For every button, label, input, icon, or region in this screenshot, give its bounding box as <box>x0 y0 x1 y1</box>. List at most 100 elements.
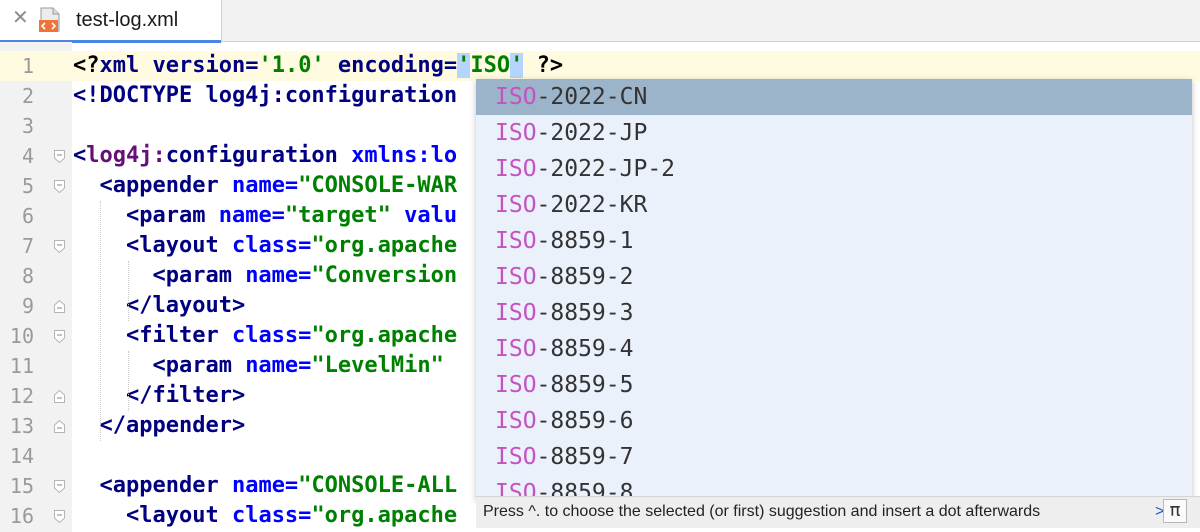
code-text: <appender name="CONSOLE-WAR <box>73 171 457 201</box>
fold-end-icon[interactable] <box>54 420 65 433</box>
completion-item[interactable]: ISO-8859-4 <box>476 331 1192 367</box>
fold-end-icon[interactable] <box>54 300 65 313</box>
code-editor[interactable]: 1<?xml version='1.0' encoding='ISO' ?>2<… <box>0 42 1200 532</box>
code-line[interactable]: 5 <appender name="CONSOLE-WAR <box>0 171 1200 201</box>
indent-guide <box>128 351 129 411</box>
line-number-gutter <box>0 42 72 532</box>
code-token: ' <box>457 53 471 78</box>
code-text: <appender name="CONSOLE-ALL <box>73 471 457 501</box>
code-line[interactable]: 6 <param name="target" valu <box>0 201 1200 231</box>
code-text: <layout class="org.apache <box>73 501 457 531</box>
completion-match-prefix: ISO <box>495 156 537 182</box>
code-line[interactable]: 10 <filter class="org.apache <box>0 321 1200 351</box>
code-token: <? <box>73 53 100 78</box>
completion-item[interactable]: ISO-8859-8 <box>476 475 1192 499</box>
line-number: 7 <box>21 234 34 258</box>
code-token: </appender> <box>73 413 246 438</box>
code-line[interactable]: 8 <param name="Conversion <box>0 261 1200 291</box>
fold-collapse-icon[interactable] <box>54 150 65 163</box>
code-line[interactable]: 12 </filter> <box>0 381 1200 411</box>
line-number: 8 <box>21 264 34 288</box>
line-number: 15 <box>9 474 34 498</box>
line-number: 3 <box>21 114 34 138</box>
code-line[interactable]: 4 <log4j:configuration xmlns:lo <box>0 141 1200 171</box>
completion-item-label: -2022-JP <box>536 120 648 146</box>
completion-hint-text: Press ^. to choose the selected (or firs… <box>483 503 1041 520</box>
completion-item[interactable]: ISO-8859-6 <box>476 403 1192 439</box>
line-number: 1 <box>21 54 34 78</box>
code-line[interactable]: 1<?xml version='1.0' encoding='ISO' ?> <box>0 51 1200 81</box>
code-line[interactable]: 2 <!DOCTYPE log4j:configuration <box>0 81 1200 111</box>
code-token: class= <box>231 233 312 258</box>
completion-options-pi-button[interactable]: π <box>1163 499 1187 523</box>
fold-collapse-icon[interactable] <box>54 480 65 493</box>
editor-tab-test-log[interactable]: ✕ test-log.xml <box>0 0 222 43</box>
code-token: "org.apache <box>311 233 458 258</box>
code-text: </appender> <box>73 411 245 441</box>
code-token: </layout> <box>73 293 246 318</box>
code-token: ?> <box>523 53 564 78</box>
line-number: 4 <box>21 144 34 168</box>
line-number: 11 <box>9 354 34 378</box>
code-token: <param <box>73 203 219 228</box>
line-number: 16 <box>9 504 34 528</box>
indent-guide <box>128 261 129 321</box>
code-token: < <box>73 143 87 168</box>
code-line[interactable]: 9 </layout> <box>0 291 1200 321</box>
completion-item[interactable]: ISO-8859-7 <box>476 439 1192 475</box>
code-token: xmlns:lo <box>351 143 458 168</box>
completion-item[interactable]: ISO-8859-2 <box>476 259 1192 295</box>
code-token: <layout <box>73 233 232 258</box>
completion-match-prefix: ISO <box>495 336 537 362</box>
code-token: xml version= <box>99 53 259 78</box>
completion-item[interactable]: ISO-8859-3 <box>476 295 1192 331</box>
completion-item[interactable]: ISO-8859-5 <box>476 367 1192 403</box>
completion-match-prefix: ISO <box>495 480 537 499</box>
code-token: log4j: <box>86 143 166 168</box>
code-text: </filter> <box>73 381 245 411</box>
fold-end-icon[interactable] <box>54 390 65 403</box>
completion-item-label: -8859-7 <box>536 444 634 470</box>
fold-collapse-icon[interactable] <box>54 330 65 343</box>
completion-item[interactable]: ISO-2022-CN <box>476 79 1192 115</box>
completion-item-label: -8859-1 <box>536 228 634 254</box>
code-line[interactable]: 16 <layout class="org.apache <box>0 501 1200 531</box>
completion-match-prefix: ISO <box>495 372 537 398</box>
completion-item-label: -8859-5 <box>536 372 634 398</box>
code-token: ISO <box>470 53 511 78</box>
close-tab-icon[interactable]: ✕ <box>12 5 29 29</box>
line-number: 10 <box>9 324 34 348</box>
completion-item[interactable]: ISO-8859-1 <box>476 223 1192 259</box>
code-line[interactable]: 11 <param name="LevelMin" <box>0 351 1200 381</box>
line-number: 2 <box>21 84 34 108</box>
code-text: <log4j:configuration xmlns:lo <box>73 141 457 171</box>
completion-item-label: -2022-KR <box>536 192 648 218</box>
completion-item-label: -2022-JP-2 <box>536 156 676 182</box>
fold-collapse-icon[interactable] <box>54 510 65 523</box>
completion-item-label: -2022-CN <box>536 84 648 110</box>
completion-item[interactable]: ISO-2022-JP <box>476 115 1192 151</box>
code-token: name= <box>231 473 299 498</box>
line-number: 6 <box>21 204 34 228</box>
code-token: ' <box>510 53 524 78</box>
code-line[interactable]: 15 <appender name="CONSOLE-ALL <box>0 471 1200 501</box>
completion-item[interactable]: ISO-2022-KR <box>476 187 1192 223</box>
fold-collapse-icon[interactable] <box>54 240 65 253</box>
code-token: configuration <box>165 143 352 168</box>
code-line[interactable]: 3 <box>0 111 1200 141</box>
code-token: <param <box>73 263 246 288</box>
completion-item-label: -8859-2 <box>536 264 634 290</box>
completion-match-prefix: ISO <box>495 264 537 290</box>
xml-file-icon <box>39 7 60 32</box>
code-line[interactable]: 7 <layout class="org.apache <box>0 231 1200 261</box>
completion-match-prefix: ISO <box>495 408 537 434</box>
fold-collapse-icon[interactable] <box>54 180 65 193</box>
code-token: "target" <box>284 203 405 228</box>
completion-item[interactable]: ISO-2022-JP-2 <box>476 151 1192 187</box>
code-token: <!DOCTYPE log4j:configuration <box>73 83 458 108</box>
code-line[interactable]: 14 <box>0 441 1200 471</box>
line-number: 12 <box>9 384 34 408</box>
code-line[interactable]: 13 </appender> <box>0 411 1200 441</box>
code-token: class= <box>231 323 312 348</box>
